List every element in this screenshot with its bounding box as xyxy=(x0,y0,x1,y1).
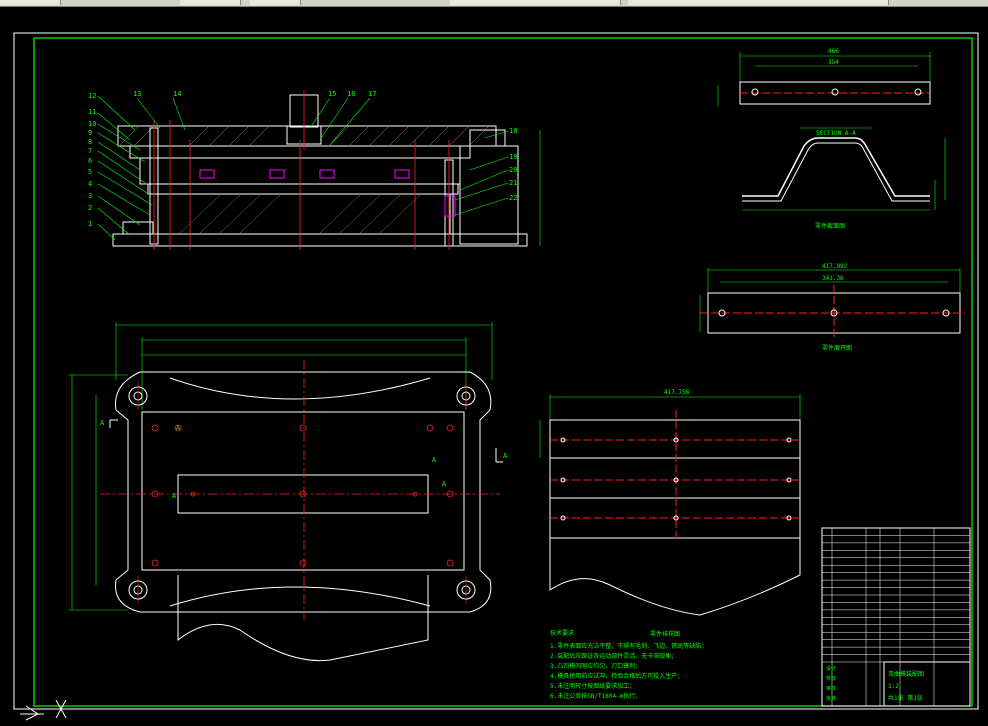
toolbar-button[interactable] xyxy=(628,0,889,5)
assembly-part-numbers: 12 11 10 9 8 7 6 5 4 3 2 1 13 14 15 16 1… xyxy=(88,90,517,228)
note-item: 1.零件表面应光洁平整，不得有毛刺、飞边、锈斑等缺陷； xyxy=(550,642,707,650)
drawing-scale: 1:2 xyxy=(888,683,899,690)
part-number: 22 xyxy=(509,194,517,202)
notes-title: 技术要求 xyxy=(550,629,574,637)
view-caption: 零件截面图 xyxy=(815,222,845,230)
part-blank-view: 417.992 341.36 零件展开图 xyxy=(699,263,965,352)
drawing-sheet: 共1张 第1张 xyxy=(888,694,923,702)
section-mark-a: A xyxy=(172,492,177,500)
toolbar-button[interactable] xyxy=(250,0,301,5)
part-number: 14 xyxy=(173,90,181,98)
part-number: 1 xyxy=(88,220,92,228)
part-number: 19 xyxy=(509,153,517,161)
part-number: 3 xyxy=(88,192,92,200)
part-number: 6 xyxy=(88,157,92,165)
part-number: 9 xyxy=(88,129,92,137)
note-item: 5.未注明尺寸按图纸要求加工； xyxy=(550,682,635,690)
part-number: 20 xyxy=(509,166,517,174)
part-number: 4 xyxy=(88,180,92,188)
section-mark-a: A xyxy=(432,456,437,464)
toolbar-strip xyxy=(0,0,988,7)
part-layout-view: 417.758 零件排样图 xyxy=(539,389,801,638)
part-number: 2 xyxy=(88,204,92,212)
view-caption: 零件排样图 xyxy=(650,630,680,638)
ucs-icon xyxy=(20,699,67,721)
drawing-name: 弯曲模装配图 xyxy=(888,670,924,678)
part-number: 11 xyxy=(88,108,96,116)
technical-notes: 技术要求 1.零件表面应光洁平整，不得有毛刺、飞边、锈斑等缺陷； 2.装配后应保… xyxy=(550,629,707,700)
note-item: 2.装配后应保证各运动部件灵活，无卡滞现象； xyxy=(550,652,677,660)
section-label: SECTION A-A xyxy=(816,130,856,137)
footer-label: 设计 xyxy=(826,665,836,672)
dim-text: 417.758 xyxy=(664,389,690,396)
part-number: 15 xyxy=(328,90,336,98)
toolbar-button[interactable] xyxy=(180,0,241,5)
part-number: 10 xyxy=(88,120,96,128)
view-caption: 零件展开图 xyxy=(822,344,852,352)
section-mark-a: A xyxy=(442,480,447,488)
part-number: 13 xyxy=(133,90,141,98)
part-top-strip: 466 354 xyxy=(717,48,931,106)
part-number: 18 xyxy=(509,127,517,135)
part-number: 8 xyxy=(88,138,92,146)
die-plan-view xyxy=(68,322,503,662)
part-number: 7 xyxy=(88,147,92,155)
section-mark-a: A xyxy=(503,452,508,460)
section-mark-a: A xyxy=(176,424,181,432)
part-number: 12 xyxy=(88,92,96,100)
footer-label: 审核 xyxy=(826,685,836,692)
dim-text: 417.992 xyxy=(822,263,848,270)
toolbar-button[interactable] xyxy=(0,0,61,5)
note-item: 6.未注公差按GB/T1804-m执行。 xyxy=(550,692,641,700)
footer-label: 批准 xyxy=(826,695,836,702)
part-number: 17 xyxy=(368,90,376,98)
part-number: 5 xyxy=(88,168,92,176)
title-block: 弯曲模装配图 1:2 共1张 第1张 设计 校核 审核 批准 xyxy=(821,527,971,707)
note-item: 4.模具使用前应试冲，检验合格后方可投入生产； xyxy=(550,672,683,680)
dim-text: 466 xyxy=(828,48,839,55)
sheet-border xyxy=(13,32,979,710)
section-markers: A A A A A A xyxy=(100,419,508,500)
section-mark-a: A xyxy=(100,419,105,427)
part-number: 16 xyxy=(347,90,355,98)
drawing-canvas[interactable]: 12 11 10 9 8 7 6 5 4 3 2 1 13 14 15 16 1… xyxy=(0,6,988,722)
note-item: 3.凸凹模间隙应均匀，刃口锋利； xyxy=(550,662,641,670)
dim-text: 341.36 xyxy=(822,275,844,282)
dim-text: 354 xyxy=(828,59,839,66)
footer-label: 校核 xyxy=(826,675,836,682)
toolbar-button[interactable] xyxy=(450,0,621,5)
part-number: 21 xyxy=(509,179,517,187)
part-section-profile: SECTION A-A 零件截面图 xyxy=(742,127,946,230)
drawing-frame xyxy=(33,37,973,707)
assembly-section-view xyxy=(97,90,541,250)
